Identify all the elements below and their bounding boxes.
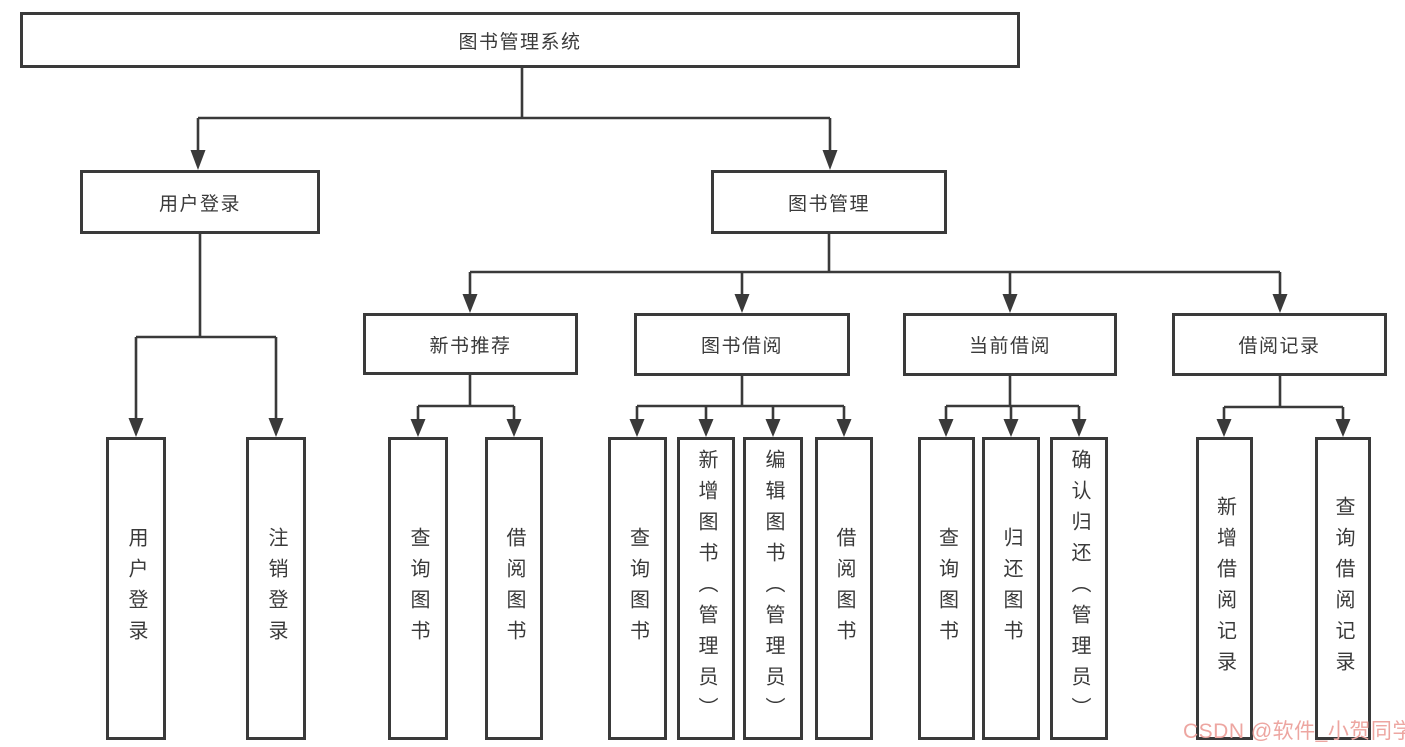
node-root: 图书管理系统 [20,12,1020,68]
leaf-query-books-current: 查询图书 [918,437,975,740]
leaf-label: 查询图书 [626,526,649,651]
leaf-label: 查询图书 [935,526,958,651]
connector-borrow-records [1216,375,1351,437]
arrowhead-icon [1335,419,1351,437]
leaf-user-login: 用户登录 [106,437,166,740]
leaf-label: 借阅图书 [833,526,855,651]
arrowhead-icon [765,419,781,437]
arrowhead-icon [734,294,750,313]
node-user-login-label: 用户登录 [158,193,241,215]
arrowhead-icon [462,294,478,313]
connector-book-borrow [629,375,852,437]
leaf-add-books-admin: 新增图书（管理员） [677,437,735,740]
arrowhead-icon [629,419,645,437]
leaf-label: 查询借阅记录 [1332,495,1354,682]
leaf-borrow-books-recommend: 借阅图书 [485,437,543,740]
leaf-query-books-borrow: 查询图书 [608,437,667,740]
node-book-management-label: 图书管理 [787,193,870,215]
leaf-label: 借阅图书 [503,526,525,651]
node-book-management: 图书管理 [711,170,947,234]
leaf-label: 归还图书 [1000,526,1022,651]
node-book-borrow-label: 图书借阅 [700,336,783,357]
connector-new-book-recommend [410,375,522,437]
node-current-borrow: 当前借阅 [903,313,1117,376]
arrowhead-icon [268,418,284,437]
leaf-label: 新增借阅记录 [1213,495,1236,682]
arrowhead-icon [1272,294,1288,313]
node-new-book-recommend: 新书推荐 [363,313,578,375]
node-current-borrow-label: 当前借阅 [968,336,1051,357]
leaf-label: 查询图书 [407,526,429,651]
leaf-label: 确认归还（管理员） [1068,449,1090,728]
leaf-label: 用户登录 [125,526,147,651]
leaf-logout: 注销登录 [246,437,306,740]
arrowhead-icon [1071,419,1087,437]
arrowhead-icon [506,419,522,437]
connector-root [190,68,838,170]
arrowhead-icon [836,419,852,437]
arrowhead-icon [698,419,714,437]
node-new-book-recommend-label: 新书推荐 [429,335,512,357]
arrowhead-icon [822,150,838,170]
leaf-edit-books-admin: 编辑图书（管理员） [743,437,803,740]
leaf-confirm-return-admin: 确认归还（管理员） [1050,437,1108,740]
connector-user-login [128,234,284,437]
arrowhead-icon [410,419,426,437]
leaf-return-books: 归还图书 [982,437,1040,740]
arrowhead-icon [128,418,144,437]
arrowhead-icon [190,150,206,170]
node-borrow-records-label: 借阅记录 [1238,336,1321,357]
watermark: CSDN @软件_小贺同学 [1183,720,1405,743]
arrowhead-icon [1003,419,1019,437]
leaf-query-borrow-record: 查询借阅记录 [1315,437,1371,740]
node-book-borrow: 图书借阅 [634,313,850,376]
leaf-label: 注销登录 [265,526,287,651]
node-borrow-records: 借阅记录 [1172,313,1387,376]
leaf-borrow-books: 借阅图书 [815,437,873,740]
leaf-add-borrow-record: 新增借阅记录 [1196,437,1253,740]
leaf-label: 编辑图书（管理员） [762,449,784,728]
arrowhead-icon [938,419,954,437]
leaf-label: 新增图书（管理员） [695,449,717,728]
node-user-login: 用户登录 [80,170,320,234]
connector-book-management [462,234,1288,313]
node-root-label: 图书管理系统 [458,31,582,53]
arrowhead-icon [1216,419,1232,437]
arrowhead-icon [1002,294,1018,313]
connector-current-borrow [938,375,1087,437]
leaf-query-books-recommend: 查询图书 [388,437,448,740]
